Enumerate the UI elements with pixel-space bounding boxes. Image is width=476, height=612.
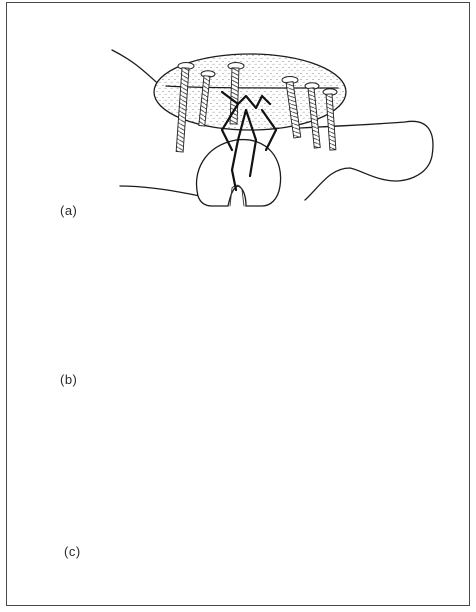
humerus-condyle-a	[197, 140, 281, 206]
panel-label-a: (a)	[60, 203, 77, 218]
panel-a	[112, 50, 433, 206]
panel-label-b: (b)	[60, 372, 77, 387]
panel-label-c: (c)	[64, 544, 81, 559]
